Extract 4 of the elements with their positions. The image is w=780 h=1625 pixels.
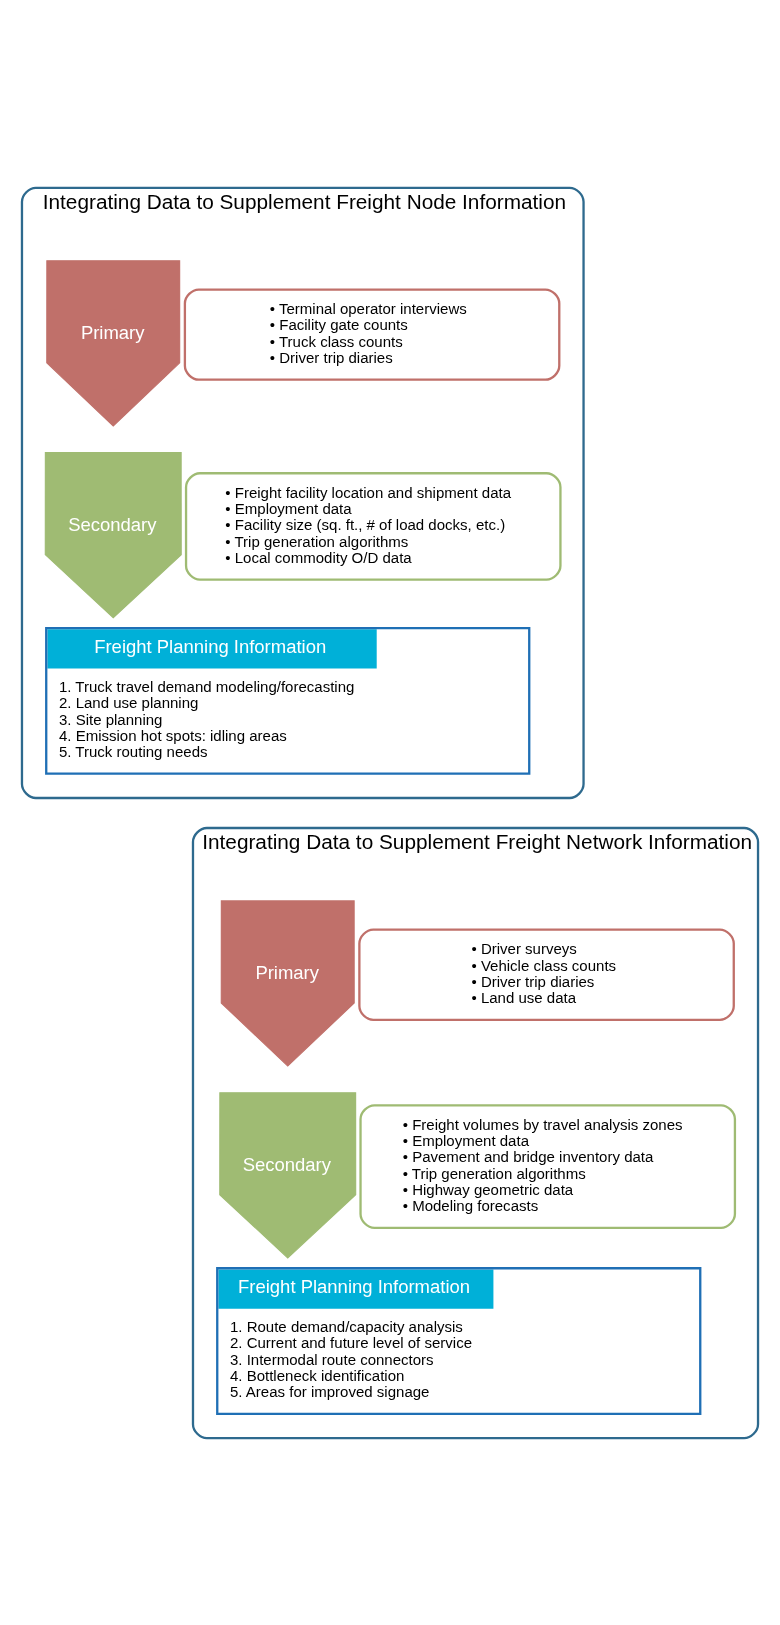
- node-box: • Freight facility location and shipment data • Employment data • Facility size (sq. ft., # of load docks, etc.) • Trip generation algorithms • Local commodity O/D data: [184, 471, 562, 581]
- node-box: • Terminal operator interviews • Facility gate counts • Truck class counts • Driver trip diaries: [183, 287, 561, 381]
- node-box: • Freight volumes by travel analysis zones • Employment data • Pavement and bridge inventory data • Trip generation algorithms • Highway geometric data • Modeling forecasts: [359, 1103, 737, 1229]
- node-box: • Driver surveys • Vehicle class counts • Driver trip diaries • Land use data: [358, 928, 735, 1021]
